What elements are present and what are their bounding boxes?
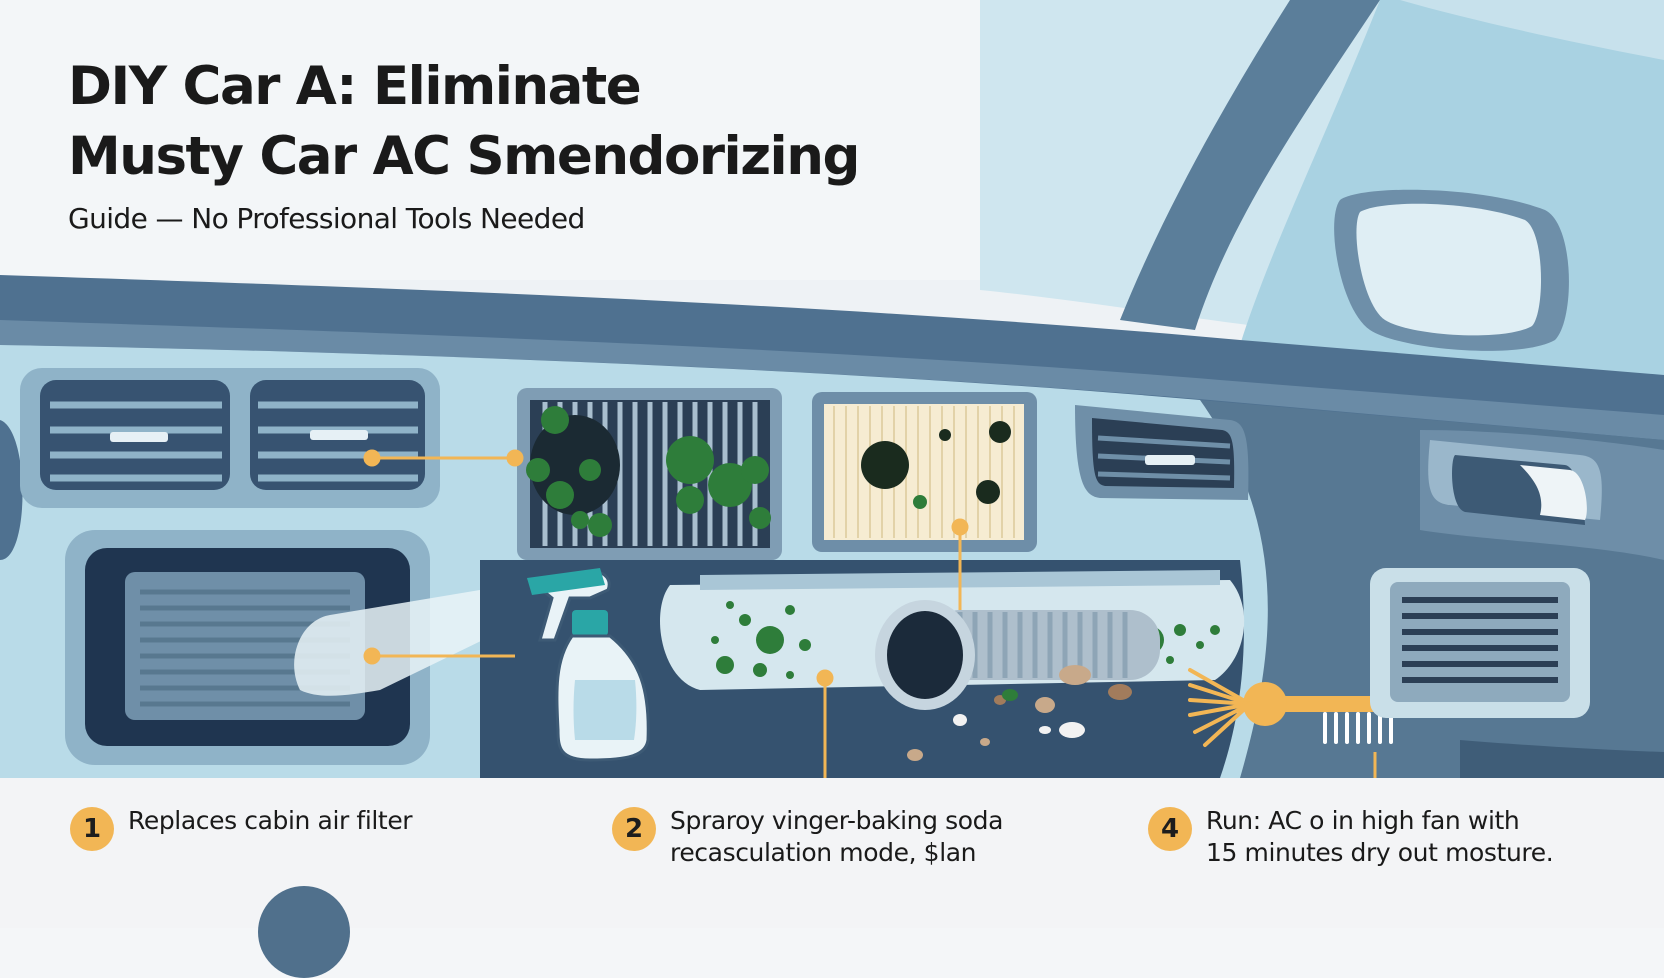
filter-sample-icon bbox=[812, 392, 1037, 552]
duct-mold bbox=[711, 601, 1220, 679]
car-interior-illustration bbox=[0, 0, 1664, 796]
left-vents bbox=[20, 368, 440, 508]
step-number-badge: 2 bbox=[612, 807, 656, 851]
step-2: 2 Spraroy vinger-baking soda recasculati… bbox=[612, 805, 1003, 869]
debris bbox=[907, 665, 1132, 761]
right-vent bbox=[1075, 405, 1249, 500]
page-title-line-1: DIY Car A: Eliminate bbox=[68, 56, 642, 117]
step-1: 1 Replaces cabin air filter bbox=[70, 805, 413, 851]
door-handle-icon bbox=[1428, 440, 1602, 525]
spray-bottle-icon bbox=[526, 568, 650, 762]
title-block: DIY Car A: Eliminate Musty Car AC Smendo… bbox=[68, 52, 860, 235]
infotainment-screen bbox=[65, 530, 430, 765]
step-4: 4 Run: AC o in high fan with 15 minutes … bbox=[1148, 805, 1554, 869]
brush-icon bbox=[1188, 668, 1395, 747]
a-pillar bbox=[1120, 0, 1380, 330]
cabin-filter-icon bbox=[517, 388, 782, 560]
speaker-grille-icon bbox=[1370, 568, 1590, 718]
step-text: Spraroy vinger-baking soda recasculation… bbox=[670, 806, 1004, 867]
step-text: Run: AC o in high fan with 15 minutes dr… bbox=[1206, 806, 1554, 867]
page-title-line-2: Musty Car AC Smendorizing bbox=[68, 126, 860, 187]
step-number-badge: 1 bbox=[70, 807, 114, 851]
step-number-badge: 4 bbox=[1148, 807, 1192, 851]
decorative-circle bbox=[258, 886, 350, 978]
side-mirror-icon bbox=[1334, 189, 1569, 351]
duct-icon bbox=[875, 600, 1160, 710]
page-subtitle: Guide — No Professional Tools Needed bbox=[68, 202, 585, 235]
step-text: Replaces cabin air filter bbox=[128, 806, 413, 835]
